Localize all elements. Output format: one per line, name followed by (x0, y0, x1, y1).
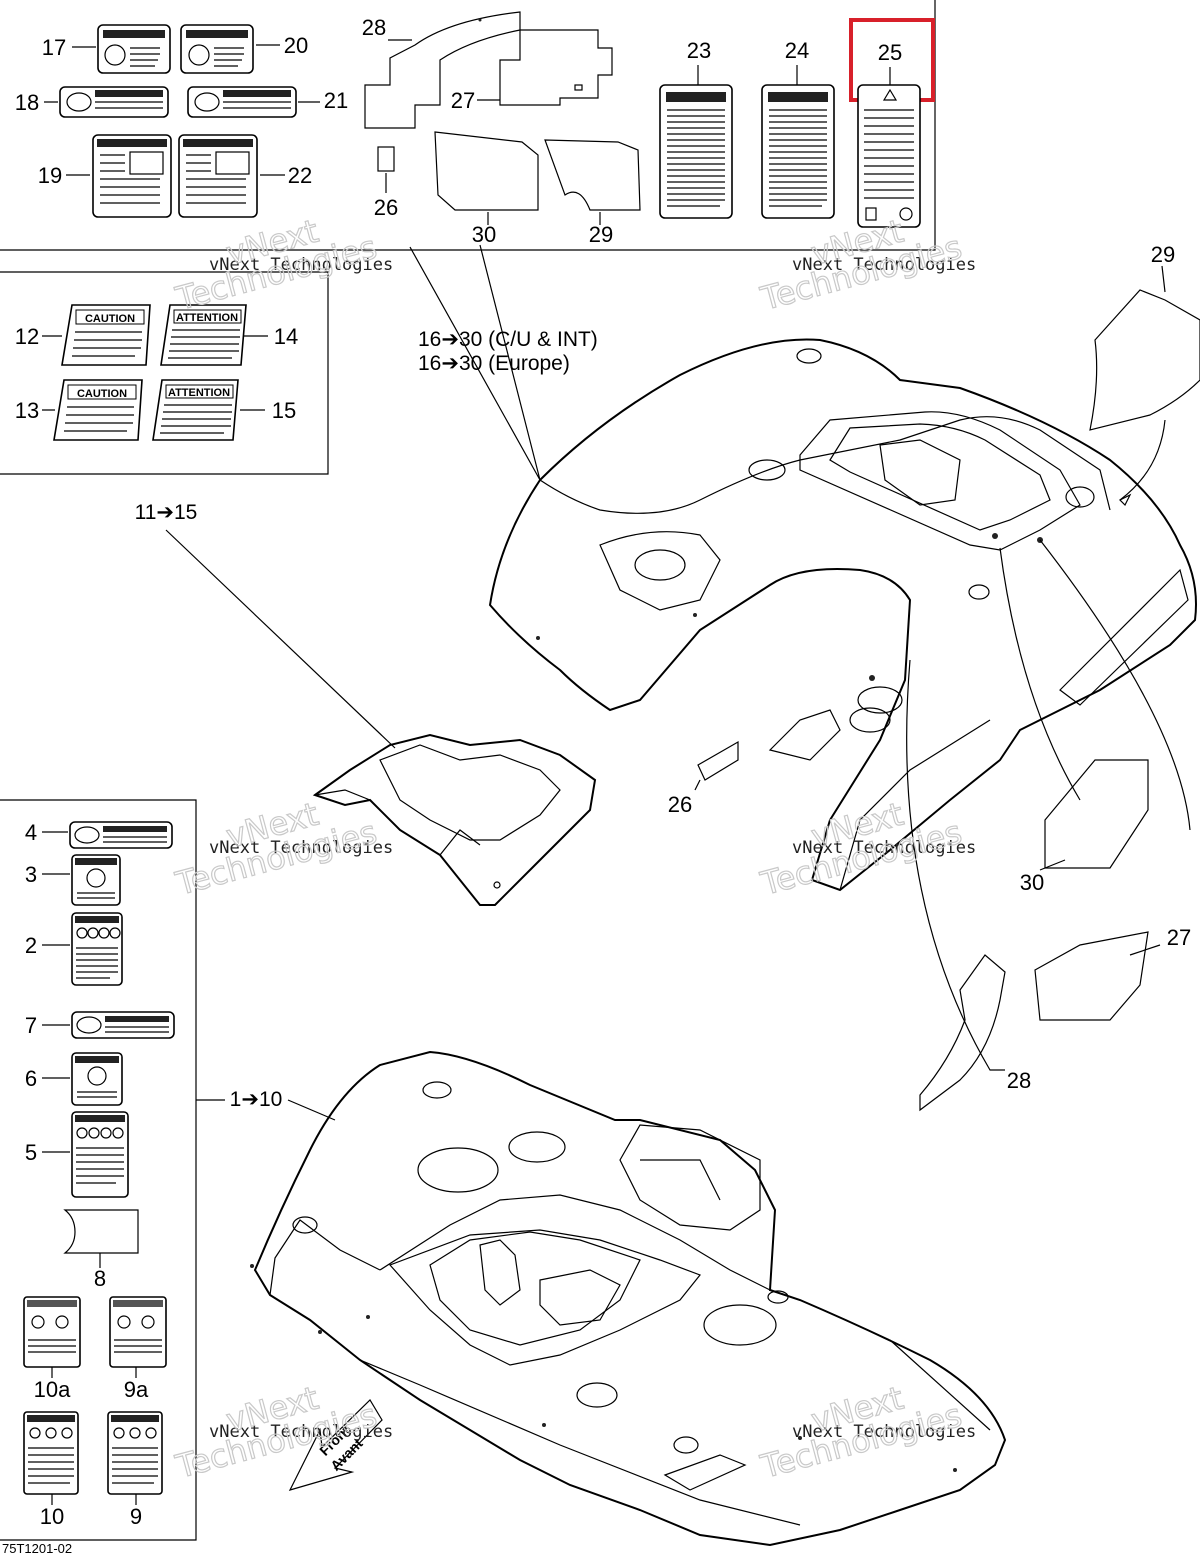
shape-29-top (544, 139, 641, 211)
group-ref-11-15: 11➔15 (135, 501, 198, 524)
svg-text:vNext Technologies: vNext Technologies (209, 1422, 393, 1442)
part-29 (1089, 289, 1200, 431)
callout-15: 15 (272, 398, 296, 423)
label-20 (180, 24, 254, 74)
label-2 (71, 912, 123, 986)
callout-29-main: 29 (1151, 242, 1175, 267)
label-24 (761, 84, 835, 219)
leader-11-15 (165, 529, 396, 749)
part-30 (1044, 759, 1149, 869)
svg-text:CAUTION: CAUTION (85, 313, 135, 325)
watermark-top-left: vNext Technologies vNext Technologies (171, 211, 394, 318)
label-10a (23, 1296, 81, 1368)
svg-text:vNext Technologies: vNext Technologies (209, 255, 393, 275)
leaders-mid (42, 335, 268, 411)
label-13: CAUTION (53, 379, 143, 441)
label-18 (59, 86, 169, 118)
callout-30: 30 (472, 222, 496, 247)
callout-19: 19 (38, 163, 62, 188)
callout-14: 14 (274, 324, 298, 349)
label-23 (659, 84, 733, 219)
callout-2: 2 (25, 933, 37, 958)
label-17 (97, 24, 171, 74)
rear-fender-upper (488, 338, 1197, 892)
label-4 (69, 821, 173, 849)
svg-text:ATTENTION: ATTENTION (176, 312, 238, 324)
label-15: ATTENTION (152, 379, 239, 441)
label-19 (92, 134, 172, 218)
callout-18: 18 (15, 90, 39, 115)
leaders-bottom-left (42, 831, 336, 1505)
watermark-mid-left: vNext Technologies vNext Technologies (171, 794, 394, 903)
callout-17: 17 (42, 35, 66, 60)
watermark-mid-right: vNext Technologies vNext Technologies (756, 794, 977, 903)
callout-28: 28 (362, 15, 386, 40)
callout-23: 23 (687, 38, 711, 63)
label-8 (63, 1209, 139, 1254)
label-7 (71, 1011, 175, 1039)
svg-text:ATTENTION: ATTENTION (168, 387, 230, 399)
callout-8: 8 (94, 1266, 106, 1291)
label-10 (23, 1411, 79, 1495)
callout-5: 5 (25, 1140, 37, 1165)
watermark-bottom-right: vNext Technologies vNext Technologies (756, 1378, 977, 1486)
callout-21: 21 (324, 88, 348, 113)
callout-13: 13 (15, 398, 39, 423)
callout-7: 7 (25, 1013, 37, 1038)
label-22 (178, 134, 258, 218)
leaders-right (409, 244, 1191, 1071)
shape-27-top (499, 29, 613, 106)
label-9a (109, 1296, 167, 1368)
inner-fender (312, 733, 597, 906)
watermark-top-right: vNext Technologies vNext Technologies (756, 211, 977, 318)
callout-20: 20 (284, 33, 308, 58)
callout-26: 26 (374, 195, 398, 220)
label-6 (71, 1052, 123, 1106)
watermark-bottom-left: vNext Technologies vNext Technologies (171, 1378, 394, 1486)
callout-24: 24 (785, 38, 809, 63)
label-25 (857, 84, 921, 228)
label-14: ATTENTION (160, 304, 247, 366)
front-fender-lower (250, 1050, 1007, 1547)
label-3 (71, 854, 121, 906)
callout-22: 22 (288, 163, 312, 188)
callout-10a: 10a (34, 1377, 71, 1402)
label-9 (107, 1411, 163, 1495)
callout-9a: 9a (124, 1377, 149, 1402)
callout-26-main: 26 (668, 792, 692, 817)
label-12: CAUTION (61, 304, 151, 366)
svg-text:CAUTION: CAUTION (77, 388, 127, 400)
svg-text:vNext Technologies: vNext Technologies (209, 838, 393, 858)
label-21 (187, 86, 297, 118)
callout-12: 12 (15, 324, 39, 349)
callout-10: 10 (40, 1504, 64, 1529)
callout-28-main: 28 (1007, 1068, 1031, 1093)
callout-4: 4 (25, 820, 37, 845)
callout-30-main: 30 (1020, 870, 1044, 895)
part-27 (1034, 931, 1149, 1021)
callout-9: 9 (130, 1504, 142, 1529)
svg-text:vNext Technologies: vNext Technologies (792, 255, 976, 275)
label-5 (71, 1111, 129, 1198)
callout-29: 29 (589, 222, 613, 247)
group-ref-16-30-eu: 16➔30 (Europe) (418, 352, 570, 375)
leaders-top (44, 39, 891, 225)
callout-27-main: 27 (1167, 925, 1191, 950)
callout-6: 6 (25, 1066, 37, 1091)
drawing-number: 75T1201-02 (2, 1541, 72, 1555)
shape-30-top (434, 131, 539, 211)
shape-28-top (364, 11, 521, 129)
group-ref-16-30-cu: 16➔30 (C/U & INT) (418, 328, 598, 351)
callout-27: 27 (451, 88, 475, 113)
callout-25: 25 (878, 40, 902, 65)
callout-3: 3 (25, 862, 37, 887)
svg-text:vNext Technologies: vNext Technologies (792, 838, 976, 858)
svg-text:vNext Technologies: vNext Technologies (792, 1422, 976, 1442)
shape-26-top (377, 146, 395, 172)
part-26 (697, 740, 739, 781)
part-28 (919, 954, 1006, 1112)
group-ref-1-10: 1➔10 (230, 1088, 283, 1111)
